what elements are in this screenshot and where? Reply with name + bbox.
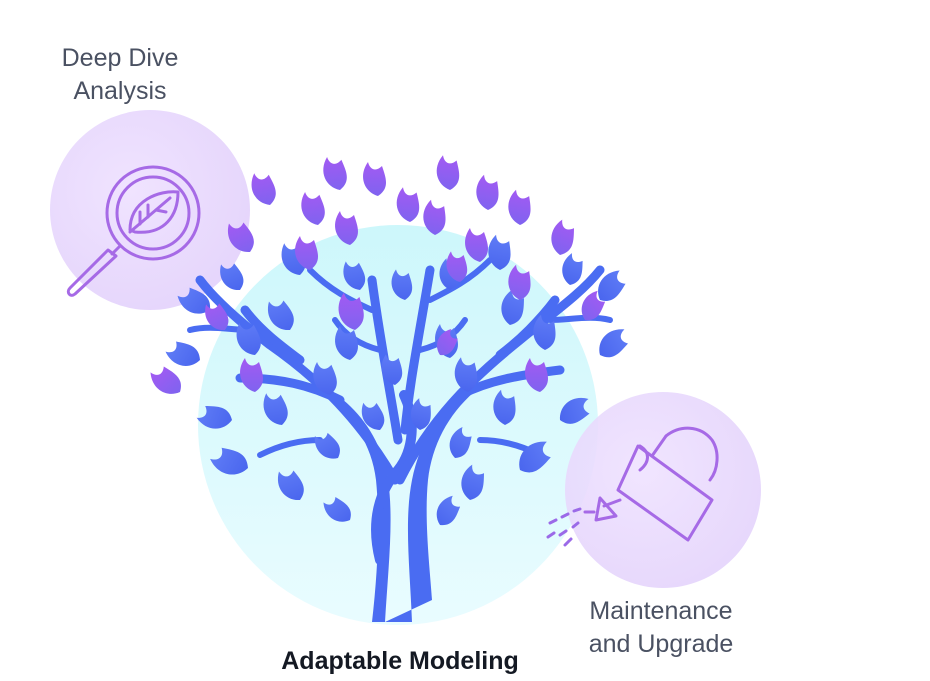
maintenance-line2: and Upgrade bbox=[588, 630, 734, 658]
center-label: Adaptable Modeling bbox=[230, 645, 570, 678]
maintenance-label: Maintenance and Upgrade bbox=[556, 595, 766, 661]
watering-can-icon bbox=[583, 426, 719, 542]
deep-dive-line1: Deep Dive bbox=[61, 44, 179, 72]
tree-icon bbox=[146, 154, 634, 622]
maintenance-line1: Maintenance bbox=[589, 597, 733, 625]
deep-dive-line2: Analysis bbox=[73, 77, 167, 105]
deep-dive-label: Deep Dive Analysis bbox=[30, 42, 210, 108]
maintenance-bubble bbox=[565, 392, 761, 588]
center-label-text: Adaptable Modeling bbox=[281, 647, 519, 675]
magnifier-leaf-icon bbox=[66, 165, 201, 297]
water-drops bbox=[546, 507, 582, 547]
